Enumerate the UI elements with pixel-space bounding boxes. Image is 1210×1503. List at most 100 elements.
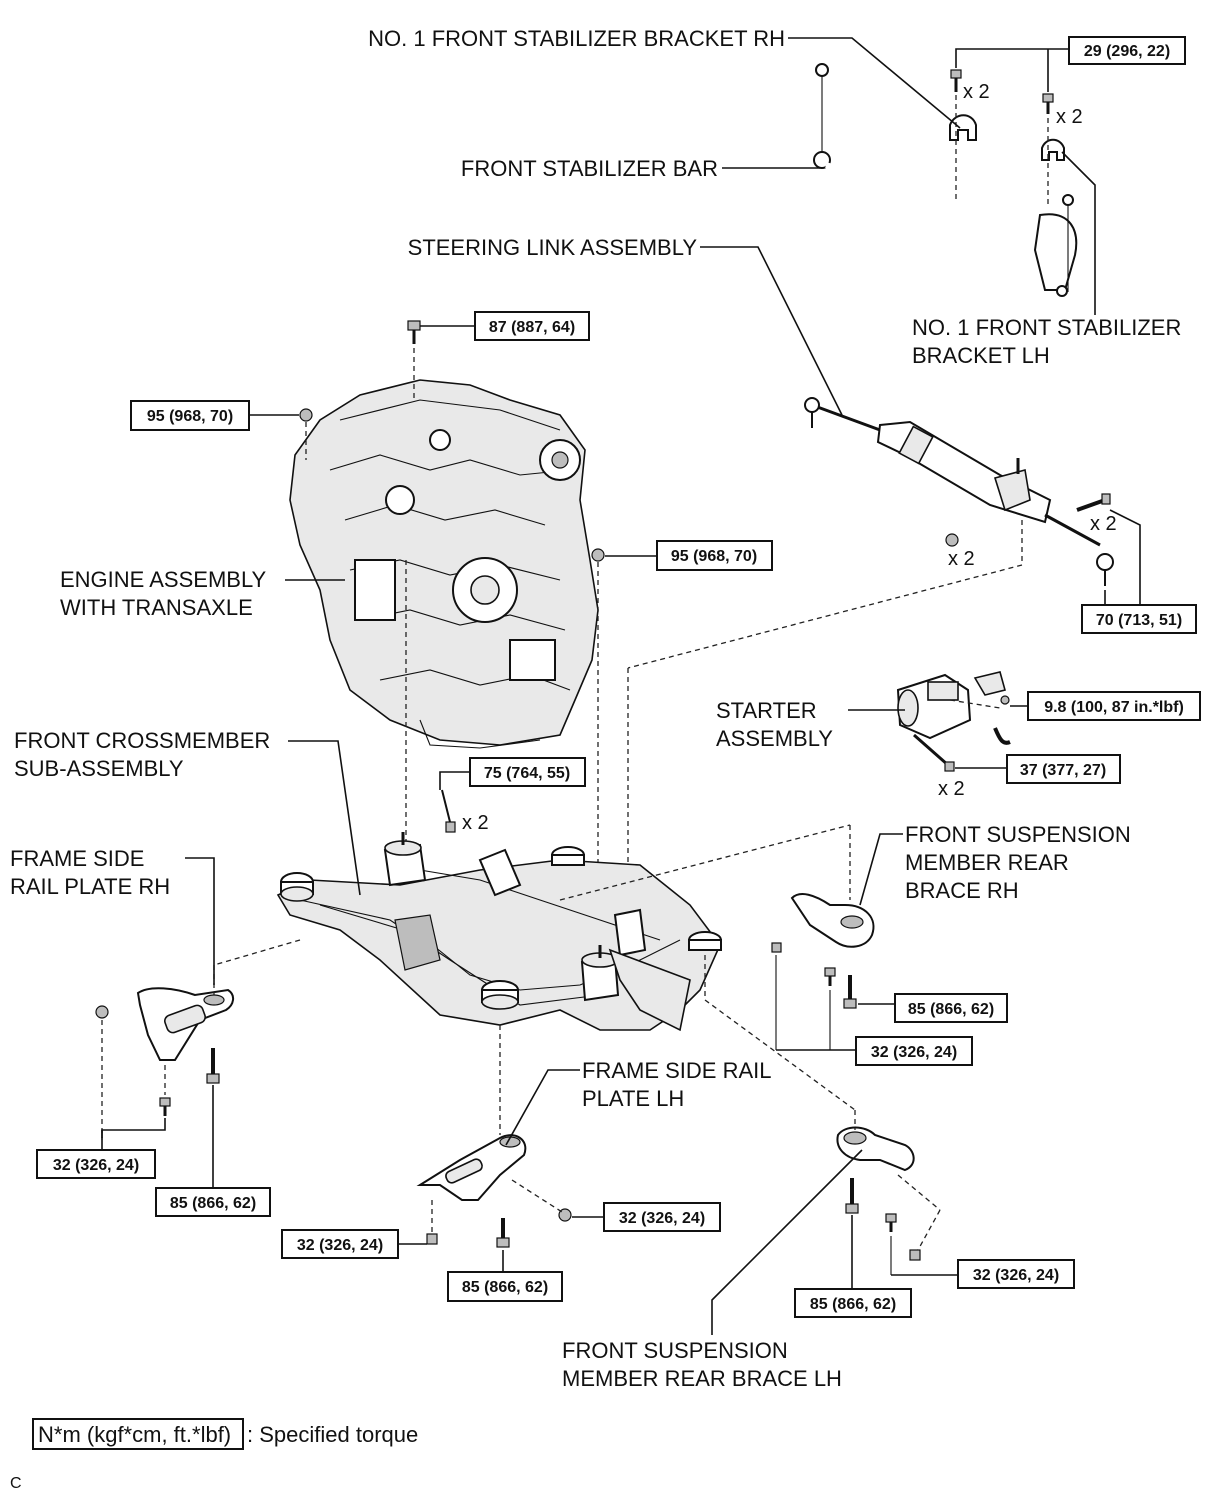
label-brace-rh-line1: FRONT SUSPENSION [905, 822, 1131, 847]
rail-rh-bolt-large-icon [206, 1048, 220, 1084]
torque-box-engine-nut-lh: 95 (968, 70) [656, 540, 773, 571]
steering-link-assembly-part [804, 397, 1114, 586]
qty-steering-nuts: x 2 [948, 548, 975, 570]
label-stabilizer-bracket-lh-line2: BRACKET LH [912, 343, 1050, 368]
svg-text:32 (326, 24): 32 (326, 24) [973, 1267, 1059, 1284]
front-suspension-member-rear-brace-rh-part [790, 893, 875, 948]
legend-key: N*m (kgf*cm, ft.*lbf) [38, 1422, 231, 1447]
qty-crossmember-bolts: x 2 [462, 812, 489, 834]
bracket-lh-bolt-icon [1042, 93, 1054, 114]
svg-text:9.8 (100, 87 in.*lbf): 9.8 (100, 87 in.*lbf) [1044, 699, 1184, 716]
torque-box-brace-rh-bolt: 85 (866, 62) [894, 993, 1008, 1023]
label-rail-rh-line2: RAIL PLATE RH [10, 874, 170, 899]
svg-text:85 (866, 62): 85 (866, 62) [810, 1296, 896, 1313]
assembly-guide-lines [101, 699, 1001, 1275]
engine-nut-lh-icon [591, 548, 605, 562]
svg-text:95 (968, 70): 95 (968, 70) [147, 408, 233, 425]
torque-box-starter-bolt: 37 (377, 27) [1006, 754, 1121, 784]
qty-bracket-lh-bolts: x 2 [1056, 106, 1083, 128]
crossmember-bolt-icon [441, 789, 456, 833]
leader-lines [101, 37, 1141, 1335]
label-rail-lh-line2: PLATE LH [582, 1086, 684, 1111]
starter-assembly-part [896, 671, 1011, 745]
svg-text:32 (326, 24): 32 (326, 24) [297, 1237, 383, 1254]
label-brace-rh-line3: BRACE RH [905, 878, 1019, 903]
front-crossmember-part [276, 832, 722, 1032]
brace-lh-bolt-large-icon [845, 1178, 859, 1214]
label-brace-lh-line1: FRONT SUSPENSION [562, 1338, 788, 1363]
rail-rh-bolt-small-icon [159, 1097, 171, 1116]
part-labels: NO. 1 FRONT STABILIZER BRACKET RH FRONT … [10, 26, 1181, 1391]
torque-box-crossmember-bolt: 75 (764, 55) [469, 757, 586, 787]
engine-assembly-part [289, 379, 599, 749]
torque-box-stabilizer-bracket: 29 (296, 22) [1068, 36, 1186, 65]
qty-steering-bolts: x 2 [1090, 513, 1117, 535]
brace-lh-nut-icon [909, 1249, 921, 1261]
rail-lh-bolt-large-icon [496, 1218, 510, 1248]
front-suspension-member-rear-brace-lh-part [836, 1126, 915, 1172]
legend-key-box [32, 1418, 244, 1450]
quantity-markers: x 2 x 2 x 2 x 2 x 2 x 2 [462, 81, 1117, 834]
rail-rh-nut-icon [95, 1005, 109, 1019]
bracket-rh-bolt-icon [950, 69, 962, 92]
torque-box-engine-mount-bolt: 87 (887, 64) [474, 311, 590, 341]
corner-code: C [10, 1475, 22, 1492]
label-rail-rh-line1: FRAME SIDE [10, 846, 144, 871]
label-starter-line2: ASSEMBLY [716, 726, 833, 751]
engine-nut-rh-icon [299, 408, 313, 422]
starter-bolt-icon [913, 733, 955, 772]
rail-lh-nut-icon [558, 1208, 572, 1222]
stabilizer-bracket-lh-part [1041, 138, 1065, 161]
svg-text:85 (866, 62): 85 (866, 62) [462, 1279, 548, 1296]
svg-text:75 (764, 55): 75 (764, 55) [484, 765, 570, 782]
label-starter-line1: STARTER [716, 698, 817, 723]
torque-box-engine-nut-rh: 95 (968, 70) [130, 400, 250, 431]
qty-bracket-rh-bolts: x 2 [963, 81, 990, 103]
torque-box-rail-lh-nut: 32 (326, 24) [603, 1202, 721, 1232]
torque-box-brace-rh-nut: 32 (326, 24) [855, 1036, 973, 1066]
torque-box-rail-lh-bolt: 32 (326, 24) [281, 1229, 399, 1259]
brace-lh-bolt-small-icon [885, 1213, 897, 1232]
legend-description: : Specified torque [247, 1422, 418, 1447]
steering-nut-icon [945, 533, 959, 547]
svg-text:95 (968, 70): 95 (968, 70) [671, 548, 757, 565]
svg-text:70 (713, 51): 70 (713, 51) [1096, 612, 1182, 629]
torque-box-rail-rh-bolt: 85 (866, 62) [155, 1187, 271, 1217]
frame-side-rail-plate-lh-part [416, 1134, 527, 1201]
svg-text:85 (866, 62): 85 (866, 62) [170, 1195, 256, 1212]
torque-box-brace-lh-bolt: 85 (866, 62) [794, 1288, 912, 1318]
brace-rh-bolt-large-icon [843, 975, 857, 1009]
front-stabilizer-bar [813, 63, 1078, 297]
frame-side-rail-plate-rh-part [136, 987, 234, 1061]
stabilizer-bracket-rh-part [949, 114, 977, 141]
qty-starter-bolts: x 2 [938, 778, 965, 800]
label-brace-rh-line2: MEMBER REAR [905, 850, 1069, 875]
label-brace-lh-line2: MEMBER REAR BRACE LH [562, 1366, 842, 1391]
torque-box-steering-link: 70 (713, 51) [1081, 604, 1197, 634]
torque-box-rail-rh-nut: 32 (326, 24) [36, 1149, 156, 1179]
torque-box-starter-terminal: 9.8 (100, 87 in.*lbf) [1027, 691, 1201, 721]
torque-spec-boxes: 29 (296, 22) 87 (887, 64) 95 (968, 70) 9… [36, 36, 1201, 1318]
label-crossmember-line1: FRONT CROSSMEMBER [14, 728, 270, 753]
svg-text:32 (326, 24): 32 (326, 24) [53, 1157, 139, 1174]
svg-text:32 (326, 24): 32 (326, 24) [619, 1210, 705, 1227]
torque-box-brace-lh-nut: 32 (326, 24) [957, 1259, 1075, 1289]
svg-text:85 (866, 62): 85 (866, 62) [908, 1001, 994, 1018]
svg-text:87 (887, 64): 87 (887, 64) [489, 319, 575, 336]
label-rail-lh-line1: FRAME SIDE RAIL [582, 1058, 771, 1083]
torque-legend: N*m (kgf*cm, ft.*lbf) : Specified torque [32, 1418, 418, 1450]
torque-box-rail-lh-large-bolt: 85 (866, 62) [447, 1271, 563, 1302]
svg-text:32 (326, 24): 32 (326, 24) [871, 1044, 957, 1061]
label-front-stabilizer-bar: FRONT STABILIZER BAR [461, 156, 718, 181]
brace-rh-bolt-small-icon [824, 967, 836, 986]
svg-text:37 (377, 27): 37 (377, 27) [1020, 762, 1106, 779]
label-stabilizer-bracket-lh-line1: NO. 1 FRONT STABILIZER [912, 315, 1181, 340]
engine-mount-bolt-icon [407, 320, 421, 344]
label-engine-line2: WITH TRANSAXLE [60, 595, 253, 620]
label-steering-link-assembly: STEERING LINK ASSEMBLY [408, 235, 698, 260]
svg-text:29 (296, 22): 29 (296, 22) [1084, 43, 1170, 60]
label-engine-line1: ENGINE ASSEMBLY [60, 567, 267, 592]
brace-rh-nut-icon [771, 942, 782, 953]
